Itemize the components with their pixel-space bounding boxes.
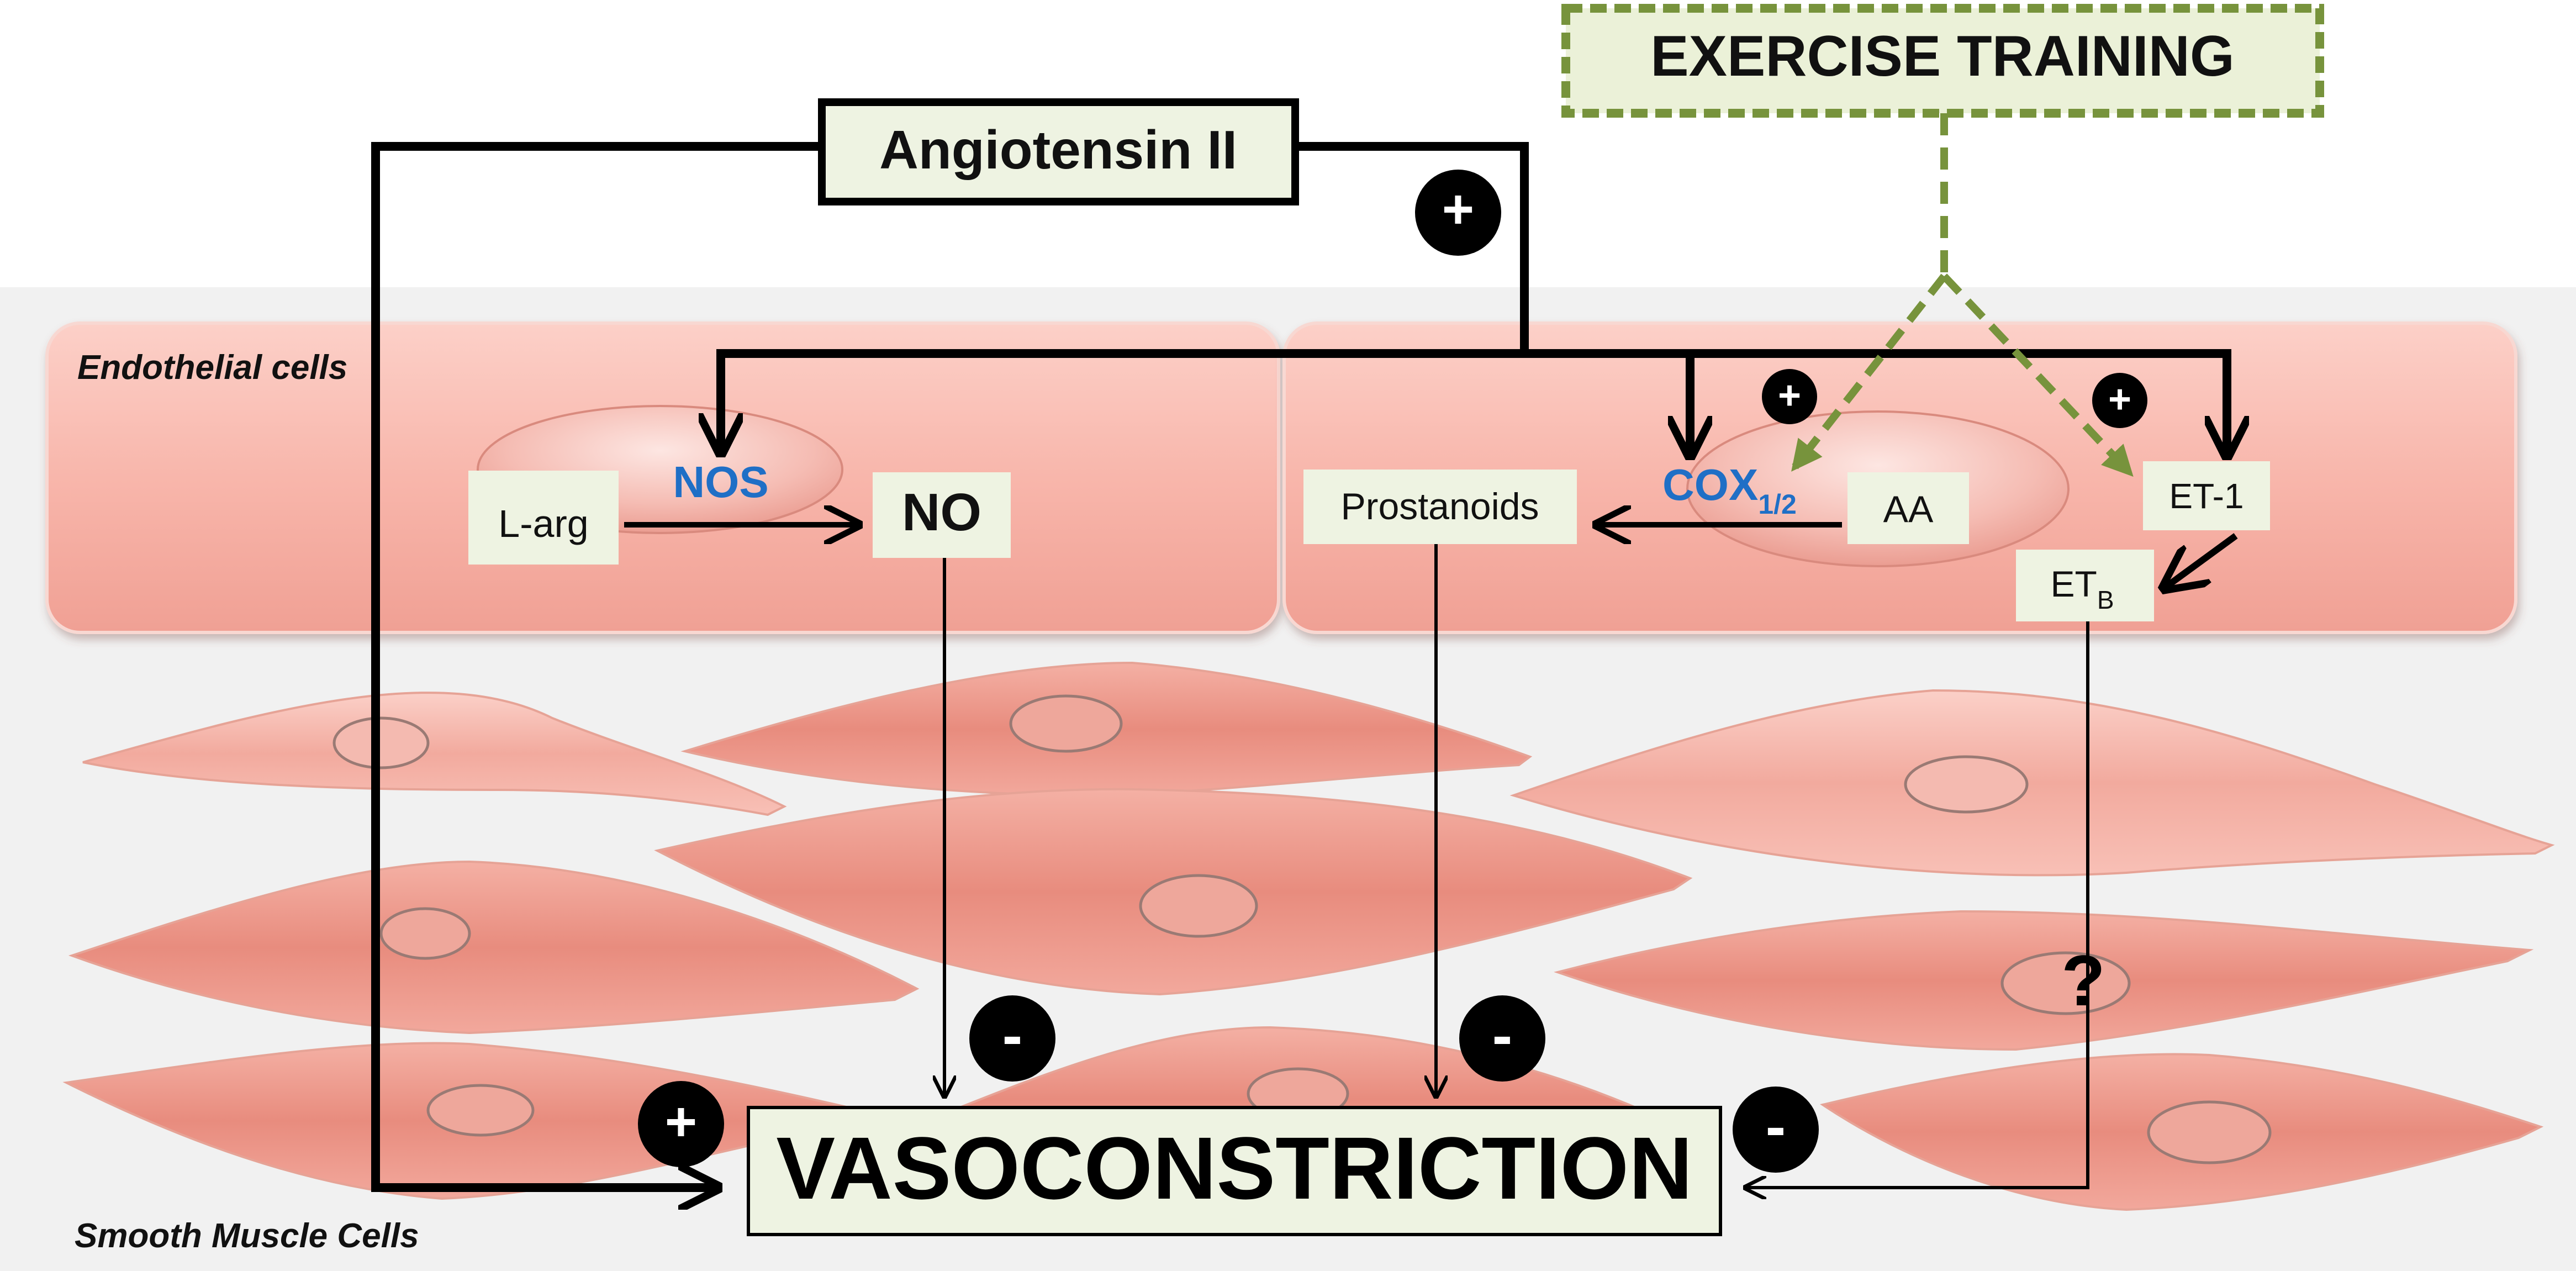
- smooth-muscle-cells-label: Smooth Muscle Cells: [75, 1217, 419, 1255]
- angiotensin-box: [818, 98, 1299, 205]
- etb-box: [2016, 550, 2154, 621]
- svg-text:+: +: [1778, 373, 1801, 418]
- minus-badge-etb: -: [1733, 1087, 1819, 1173]
- cell-nucleus: [379, 907, 471, 960]
- et1-label: ET-1: [2169, 476, 2244, 516]
- plus-badge-et1: +: [2092, 373, 2147, 428]
- smooth-muscle-cell: [68, 860, 920, 1035]
- svg-text:+: +: [2108, 377, 2131, 421]
- svg-text:+: +: [1442, 178, 1474, 240]
- smooth-muscle-cell: [1509, 689, 2555, 877]
- cell-nucleus: [426, 1084, 535, 1137]
- exercise-to-et1-arrow: [1941, 273, 2134, 477]
- aa-label: AA: [1883, 488, 1934, 530]
- cell-nucleus: [2000, 951, 2131, 1015]
- cell-nucleus: [1904, 755, 2029, 814]
- no-box: [873, 472, 1011, 558]
- svg-text:-: -: [1002, 1001, 1023, 1069]
- svg-text:-: -: [1766, 1093, 1786, 1161]
- angiotensin-label: Angiotensin II: [879, 119, 1237, 180]
- vasoconstriction-box: [747, 1106, 1722, 1236]
- exercise-training-box: [1561, 4, 2324, 118]
- minus-badge-prostanoids: -: [1459, 995, 1545, 1082]
- exercise-to-cox-arrow: [1791, 273, 1947, 472]
- svg-text:+: +: [665, 1091, 697, 1153]
- cell-nucleus: [1009, 694, 1123, 753]
- cell-nucleus: [2147, 1100, 2272, 1164]
- exercise-training-label: EXERCISE TRAINING: [1650, 24, 2234, 88]
- plus-badge-vasoconstriction: +: [638, 1081, 724, 1167]
- et1-box: [2143, 461, 2270, 530]
- angiotensin-to-vasoconstriction-arrow: [371, 142, 822, 1188]
- plus-badge-angiotensin: +: [1415, 170, 1501, 256]
- cell-nucleus: [1139, 874, 1258, 938]
- aa-box: [1847, 472, 1969, 544]
- cell-nucleus: [332, 716, 430, 769]
- nos-label: NOS: [673, 457, 768, 507]
- plus-badge-cox: +: [1762, 369, 1817, 424]
- no-label: NO: [902, 483, 981, 542]
- angiotensin-branch-line: [1295, 142, 1529, 354]
- angiotensin-pathway: [371, 142, 2231, 1188]
- etb-inhibition-arrow: [1745, 621, 2089, 1188]
- l-arg-label: L-arg: [498, 502, 588, 545]
- prostanoids-box: [1303, 470, 1577, 544]
- exercise-training-pathway: [1791, 113, 2134, 477]
- etb-label: ETB: [2050, 563, 2114, 614]
- unknown-effect-question-mark: ?: [2061, 940, 2105, 1021]
- l-arg-box: [468, 471, 619, 565]
- smooth-muscle-cell: [82, 692, 787, 816]
- prostanoids-label: Prostanoids: [1340, 486, 1539, 528]
- vasoconstriction-label: VASOCONSTRICTION: [776, 1119, 1692, 1217]
- et1-to-etb-arrow: [2164, 533, 2238, 588]
- minus-badge-no: -: [969, 995, 1055, 1082]
- endothelial-cells-label: Endothelial cells: [77, 349, 347, 387]
- svg-text:-: -: [1492, 1001, 1513, 1069]
- cox-label: COX1/2: [1662, 460, 1797, 520]
